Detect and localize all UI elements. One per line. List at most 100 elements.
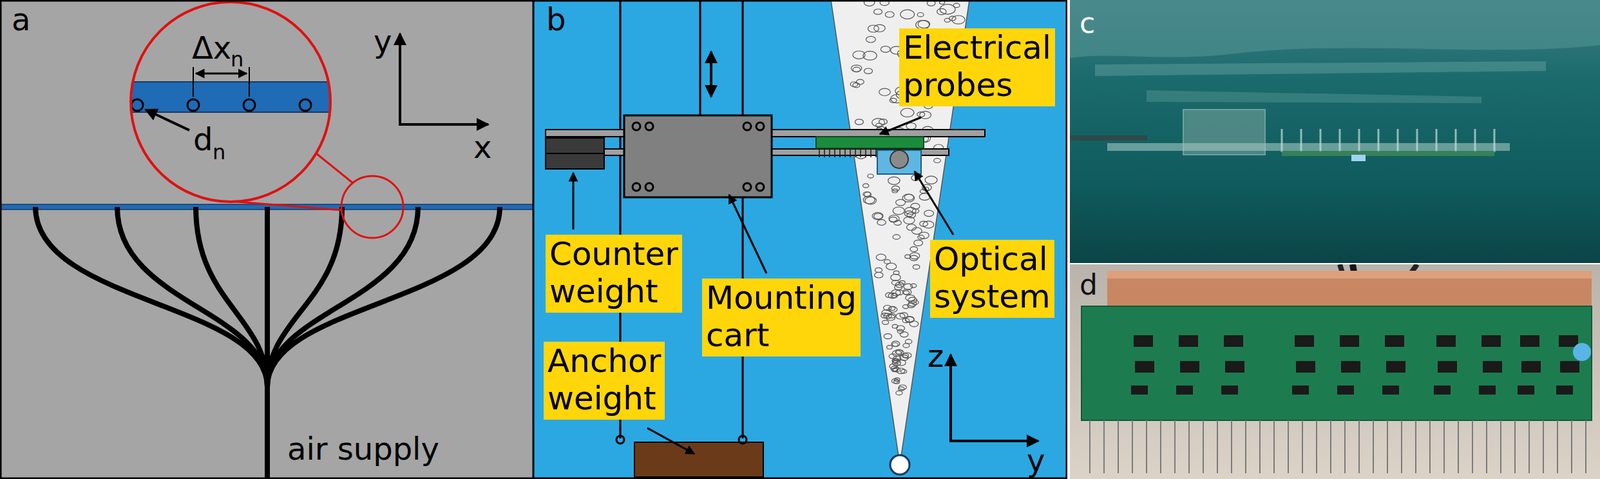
bubble [897,329,904,334]
bubble [912,264,920,270]
axis-label: y [373,25,392,57]
holder [1281,128,1284,153]
needle [1400,419,1403,473]
surface-reflection [1146,90,1482,104]
leader-arrow [572,172,575,230]
bubble [882,320,889,325]
dimension-arrow [195,72,247,75]
holder [1300,128,1303,153]
bubble [917,12,924,17]
bubble [890,273,901,281]
panel-c-photo [1069,0,1600,263]
surface-reflection [1095,61,1546,77]
bubble [888,305,898,312]
callout-box: Mounting cart [702,278,861,357]
bubble [863,183,869,188]
chip [1341,360,1361,373]
probe-holders [1281,128,1495,153]
chip [1556,385,1573,395]
bubble [905,294,916,301]
chip [1482,360,1503,373]
panel-ground [0,0,534,479]
chip [1386,360,1406,373]
chip [1221,385,1239,395]
chip [1560,360,1580,373]
counter-weight [545,137,605,154]
needle [1287,419,1289,473]
panel-letter: d [1079,270,1098,299]
bubble [889,306,896,311]
chip [1339,334,1360,347]
supply-label: air supply [287,432,440,464]
bubble [856,79,865,85]
needle [1528,419,1530,473]
chip [1433,385,1451,395]
wheel [632,122,641,131]
needle [1443,419,1445,473]
holder [1339,128,1342,153]
bubble [899,312,908,318]
chip [1131,385,1148,395]
bubble [904,316,915,323]
bubble [866,36,877,43]
panel-ground [533,0,1068,479]
zoom-marker [341,175,404,238]
probe-board [816,136,924,149]
zoom-circle [130,1,331,202]
bubble [906,224,917,231]
bubble [863,195,875,204]
holder [1435,128,1438,153]
cable [742,0,744,439]
bubble [895,349,903,354]
needle [1457,419,1459,473]
bubble [889,217,898,223]
bubble [910,202,920,209]
part-label: Anchor weight [547,342,661,417]
hole [131,99,143,111]
bubble [890,365,899,372]
part-label: Electrical probes [903,29,1052,104]
bubble [891,293,898,298]
needle [1301,419,1304,473]
bubble [914,239,924,246]
holder [1455,128,1458,153]
bubble [875,267,883,272]
needle [1117,419,1119,473]
wheel [632,182,641,191]
needle [1145,419,1148,473]
bubble [953,3,960,8]
holder [1397,128,1400,153]
hole [187,99,200,111]
needle [823,148,826,158]
anchor-ring [738,435,747,444]
needle [828,148,831,158]
bubble [910,246,918,252]
bubble [888,176,900,185]
bubble [892,234,900,239]
callout-box: Anchor weight [543,341,665,420]
panel-letter: c [1079,9,1096,38]
leader-arrow [729,194,767,274]
dimension-tick [248,66,250,97]
bubble [895,390,903,395]
chip [1133,334,1153,347]
wheel [756,182,764,191]
water-surface [1069,0,1600,58]
axis-arrow [949,439,1039,442]
chip [1292,385,1309,395]
copper-shield [1107,270,1592,312]
bubble [886,314,896,321]
needle [1259,419,1261,473]
air-manifold [35,206,500,479]
needle [1103,419,1105,473]
copper-edge [1107,270,1592,279]
chips [1131,334,1580,395]
leader-arrow [914,171,954,235]
bubble [903,283,913,290]
pipe-section [122,81,342,113]
needle [865,148,867,158]
trunk [264,386,270,479]
holder [1493,128,1496,153]
chip [1481,334,1501,347]
needle [1386,419,1389,473]
